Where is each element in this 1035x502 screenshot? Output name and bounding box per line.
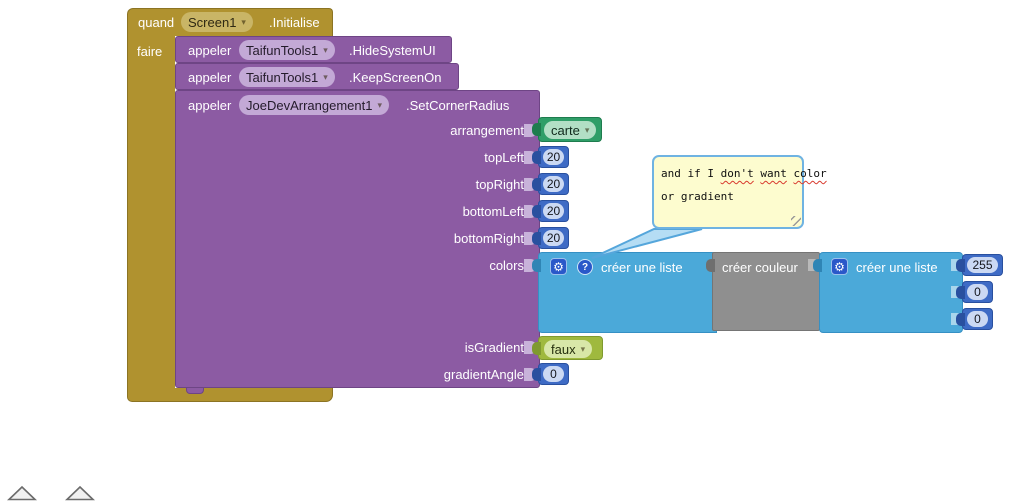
block-plug <box>956 313 965 326</box>
bottomleft-number-field[interactable]: 20 <box>543 203 564 219</box>
event-component-name: Screen1 <box>188 14 237 30</box>
param-label-arrangement: arrangement <box>450 123 524 138</box>
help-icon[interactable]: ? <box>577 259 593 275</box>
bottomright-number-field[interactable]: 20 <box>543 230 564 246</box>
isgradient-value: faux <box>551 341 576 357</box>
param-label-bottomright: bottomRight <box>453 231 524 246</box>
block-plug <box>532 151 541 164</box>
make-list-label: créer une liste <box>601 260 683 275</box>
gear-glyph: ⚙ <box>834 259 845 274</box>
gradientangle-number-block[interactable]: 0 <box>532 363 569 385</box>
call-keyword: appeler <box>188 43 232 58</box>
arrangement-value-block[interactable]: carte ▾ <box>532 117 602 142</box>
green-number-block[interactable]: 0 <box>956 281 993 303</box>
param-label-bottomleft: bottomLeft <box>462 204 524 219</box>
call-keep-screen-on-block[interactable]: appeler TaifunTools1 ▾ .KeepScreenOn <box>175 63 459 90</box>
component-dropdown[interactable]: JoeDevArrangement1 ▾ <box>239 95 389 115</box>
component-name: TaifunTools1 <box>246 69 319 85</box>
chevron-down-icon: ▾ <box>584 124 590 135</box>
block-plug <box>956 259 965 272</box>
blue-number-field[interactable]: 0 <box>967 311 988 327</box>
method-name: .KeepScreenOn <box>349 70 442 85</box>
make-color-label: créer couleur <box>722 260 798 275</box>
event-component-dropdown[interactable]: Screen1 ▾ <box>181 12 253 32</box>
component-dropdown[interactable]: TaifunTools1 ▾ <box>239 67 335 87</box>
component-name: TaifunTools1 <box>246 42 319 58</box>
comment-resize-handle[interactable] <box>791 216 801 226</box>
isgradient-dropdown[interactable]: faux ▾ <box>544 340 593 358</box>
gradientangle-number-field[interactable]: 0 <box>543 366 564 382</box>
mutator-gear-icon[interactable]: ⚙ <box>550 258 567 275</box>
error-triangle-icon[interactable] <box>65 485 95 501</box>
isgradient-value-block[interactable]: faux ▾ <box>532 336 603 360</box>
comment-bubble[interactable]: and if I don't want color or gradient <box>652 155 827 229</box>
chevron-down-icon: ▾ <box>241 16 246 27</box>
event-name: .Initialise <box>269 15 320 30</box>
chevron-down-icon: ▾ <box>580 343 586 354</box>
make-list-rgb-block[interactable]: ⚙ créer une liste <box>813 252 963 333</box>
param-label-gradientangle: gradientAngle <box>443 367 524 382</box>
component-name: JoeDevArrangement1 <box>246 97 373 113</box>
next-block-connector <box>186 388 204 394</box>
help-glyph: ? <box>581 261 589 273</box>
param-label-colors: colors <box>489 258 524 273</box>
call-keyword: appeler <box>188 70 232 85</box>
make-list-outer-block[interactable]: ⚙ ? créer une liste <box>532 252 717 333</box>
event-block-header[interactable]: quand Screen1 ▾ .Initialise <box>127 8 333 36</box>
comment-seg: color <box>793 167 827 180</box>
red-number-block[interactable]: 255 <box>956 254 1003 276</box>
gear-glyph: ⚙ <box>553 259 564 274</box>
block-plug <box>532 123 541 136</box>
block-plug <box>532 259 541 272</box>
block-plug <box>532 178 541 191</box>
topright-number-field[interactable]: 20 <box>543 176 564 192</box>
comment-line-1: and if I don't want color <box>661 162 827 185</box>
block-plug <box>532 342 541 355</box>
block-plug <box>956 286 965 299</box>
comment-seg: don't <box>720 167 754 180</box>
param-label-isgradient: isGradient <box>464 340 524 355</box>
green-number-field[interactable]: 0 <box>967 284 988 300</box>
bottomleft-number-block[interactable]: 20 <box>532 200 569 222</box>
block-plug <box>532 232 541 245</box>
block-plug <box>532 368 541 381</box>
block-plug <box>706 259 715 272</box>
comment-tail <box>591 228 703 259</box>
block-plug <box>532 205 541 218</box>
comment-seg: and if I <box>661 167 721 180</box>
chevron-down-icon: ▾ <box>323 44 328 55</box>
status-indicators <box>7 485 95 501</box>
call-keyword: appeler <box>188 98 232 113</box>
make-list-label: créer une liste <box>856 260 938 275</box>
component-dropdown[interactable]: TaifunTools1 ▾ <box>239 40 335 60</box>
event-block-footer <box>127 388 333 402</box>
blue-number-block[interactable]: 0 <box>956 308 993 330</box>
topleft-number-block[interactable]: 20 <box>532 146 569 168</box>
topright-number-block[interactable]: 20 <box>532 173 569 195</box>
block-plug <box>813 259 822 272</box>
warning-triangle-icon[interactable] <box>7 485 37 501</box>
param-label-topleft: topLeft <box>484 150 524 165</box>
chevron-down-icon: ▾ <box>323 71 328 82</box>
red-number-field[interactable]: 255 <box>967 257 998 273</box>
method-name: .SetCornerRadius <box>406 98 510 113</box>
bottomright-number-block[interactable]: 20 <box>532 227 569 249</box>
call-hide-system-ui-block[interactable]: appeler TaifunTools1 ▾ .HideSystemUI <box>175 36 452 63</box>
param-label-topright: topRight <box>475 177 524 192</box>
event-keyword: quand <box>138 15 175 30</box>
arrangement-dropdown[interactable]: carte ▾ <box>544 121 597 139</box>
call-set-corner-radius-block[interactable]: appeler JoeDevArrangement1 ▾ .SetCornerR… <box>175 90 540 388</box>
mutator-gear-icon[interactable]: ⚙ <box>831 258 848 275</box>
event-block-body[interactable]: faire <box>127 35 175 389</box>
comment-seg: want <box>760 167 787 180</box>
arrangement-value: carte <box>551 122 580 138</box>
make-color-block[interactable]: créer couleur <box>706 252 820 331</box>
do-label: faire <box>137 44 163 59</box>
method-name: .HideSystemUI <box>349 43 436 58</box>
comment-line-2: or gradient <box>661 190 734 203</box>
topleft-number-field[interactable]: 20 <box>543 149 564 165</box>
chevron-down-icon: ▾ <box>377 99 382 110</box>
